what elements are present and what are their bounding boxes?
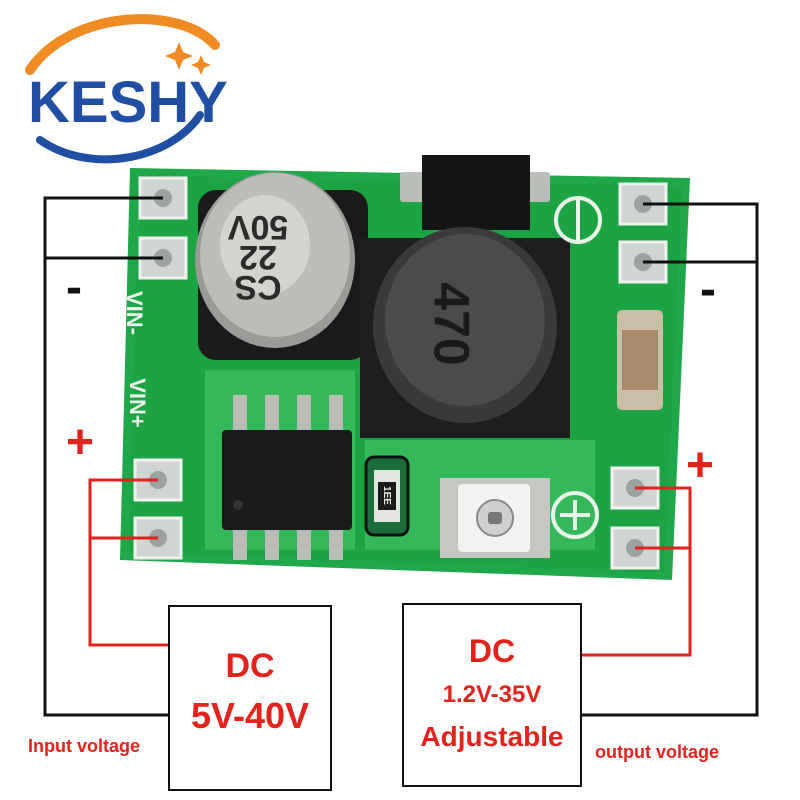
silkscreen-vin-plus: VIN+ xyxy=(124,378,150,428)
capacitor-line-3: 50V xyxy=(227,208,289,246)
output-box-line-2: 1.2V-35V xyxy=(442,681,542,708)
inductor-marking: 470 xyxy=(423,282,480,366)
output-voltage-box: DC 1.2V-35V Adjustable xyxy=(402,603,582,787)
capacitor-marking: CS 22 50V xyxy=(198,208,318,306)
capacitor-line-1: CS xyxy=(234,268,282,306)
capacitor-line-2: 22 xyxy=(239,238,277,276)
input-box-line-1: DC xyxy=(225,647,275,685)
input-plus-symbol: + xyxy=(66,416,95,469)
electrolytic-capacitor xyxy=(195,172,368,360)
silkscreen-vin-minus: VIN- xyxy=(122,291,147,335)
output-box-line-1: DC xyxy=(468,633,516,669)
keshy-logo: KESHY xyxy=(25,14,228,164)
input-box-line-2: 5V-40V xyxy=(190,695,310,736)
inductor xyxy=(360,227,570,438)
input-minus-symbol: - xyxy=(66,261,82,314)
output-voltage-caption: output voltage xyxy=(595,742,719,762)
output-box-line-3: Adjustable xyxy=(420,721,564,752)
logo-text: KESHY xyxy=(28,70,228,135)
input-voltage-caption: Input voltage xyxy=(28,736,140,756)
silkscreen-markings xyxy=(551,196,602,539)
smd-resistor-side xyxy=(617,310,663,410)
input-voltage-box: DC 5V-40V xyxy=(168,605,332,791)
ic-chip xyxy=(222,395,352,560)
resistor-marking: 1EE xyxy=(380,486,392,505)
output-minus-symbol: - xyxy=(700,263,716,316)
trimmer-potentiometer xyxy=(440,478,550,558)
wiring xyxy=(43,196,759,717)
output-plus-symbol: + xyxy=(686,439,715,492)
smd-resistor-small xyxy=(364,455,410,537)
diode xyxy=(400,155,550,230)
